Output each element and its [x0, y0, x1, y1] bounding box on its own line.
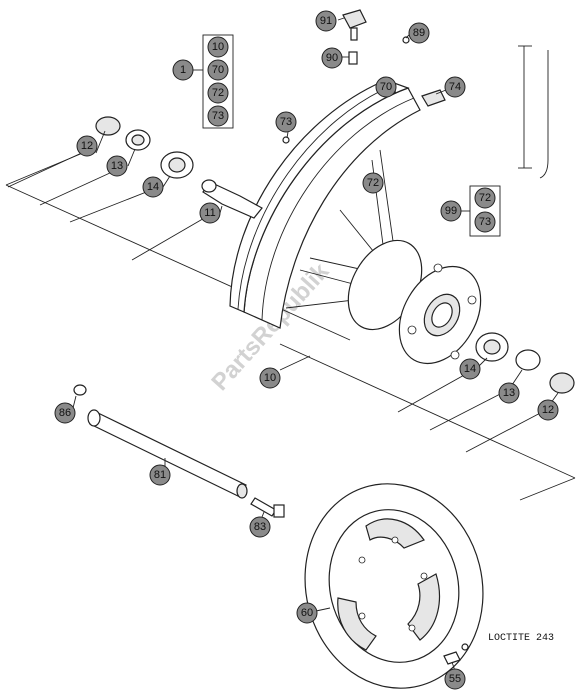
- callout-70: 70: [375, 76, 397, 98]
- svg-text:83: 83: [254, 521, 266, 533]
- svg-text:99: 99: [445, 205, 457, 217]
- svg-text:72: 72: [212, 87, 224, 99]
- callout-72: 72: [474, 187, 496, 209]
- svg-text:72: 72: [367, 177, 379, 189]
- svg-text:14: 14: [464, 363, 476, 375]
- svg-text:73: 73: [212, 110, 224, 122]
- callout-70: 70: [207, 59, 229, 81]
- disc-bolts: [443, 643, 469, 665]
- svg-text:73: 73: [479, 216, 491, 228]
- svg-text:1: 1: [180, 64, 186, 76]
- svg-text:81: 81: [154, 469, 166, 481]
- callout-12: 12: [537, 399, 559, 421]
- callout-73: 73: [275, 111, 297, 133]
- callout-55: 55: [444, 668, 466, 690]
- callout-14: 14: [459, 358, 481, 380]
- svg-text:10: 10: [212, 41, 224, 53]
- svg-text:70: 70: [212, 64, 224, 76]
- kit-box-1: [202, 34, 234, 129]
- callout-10: 10: [259, 367, 281, 389]
- svg-text:14: 14: [147, 181, 159, 193]
- callout-13: 13: [106, 155, 128, 177]
- svg-text:73: 73: [280, 116, 292, 128]
- svg-text:91: 91: [320, 15, 332, 27]
- svg-text:90: 90: [326, 52, 338, 64]
- svg-text:12: 12: [542, 404, 554, 416]
- leader-lines: [7, 17, 559, 672]
- loctite-label: LOCTITE 243: [488, 633, 554, 644]
- svg-text:72: 72: [479, 192, 491, 204]
- callout-83: 83: [249, 516, 271, 538]
- callout-10: 10: [207, 36, 229, 58]
- callout-11: 11: [199, 202, 221, 224]
- svg-text:12: 12: [81, 140, 93, 152]
- svg-text:13: 13: [503, 387, 515, 399]
- callout-13: 13: [498, 382, 520, 404]
- svg-text:55: 55: [449, 673, 461, 685]
- callout-12: 12: [76, 135, 98, 157]
- left-bearings-spacer: [95, 116, 263, 219]
- callout-90: 90: [321, 47, 343, 69]
- callout-99: 99: [440, 200, 462, 222]
- bolt-83: [250, 497, 285, 518]
- rim-tape: [421, 89, 446, 107]
- callout-72: 72: [207, 82, 229, 104]
- svg-text:10: 10: [264, 372, 276, 384]
- assembly-axis-lines: [5, 149, 576, 501]
- brake-disc: [304, 483, 484, 689]
- callout-60: 60: [296, 602, 318, 624]
- callout-14: 14: [142, 176, 164, 198]
- callout-74: 74: [444, 76, 466, 98]
- right-bearings-spacer: [475, 332, 575, 394]
- wheel-hub: [347, 239, 482, 365]
- svg-text:89: 89: [413, 27, 425, 39]
- callout-86: 86: [54, 402, 76, 424]
- callout-73: 73: [474, 211, 496, 233]
- svg-text:74: 74: [449, 81, 461, 93]
- callout-91: 91: [315, 10, 337, 32]
- callout-81: 81: [149, 464, 171, 486]
- svg-text:86: 86: [59, 407, 71, 419]
- spoke-detail: [518, 45, 549, 179]
- callout-1: 1: [172, 59, 194, 81]
- callout-89: 89: [408, 22, 430, 44]
- wheel-rim: [229, 79, 421, 329]
- svg-text:70: 70: [380, 81, 392, 93]
- svg-text:11: 11: [204, 207, 215, 219]
- svg-text:60: 60: [301, 607, 313, 619]
- valve-parts: [282, 9, 410, 144]
- svg-text:13: 13: [111, 160, 123, 172]
- axle: [73, 384, 248, 499]
- callout-73: 73: [207, 105, 229, 127]
- callout-72: 72: [362, 172, 384, 194]
